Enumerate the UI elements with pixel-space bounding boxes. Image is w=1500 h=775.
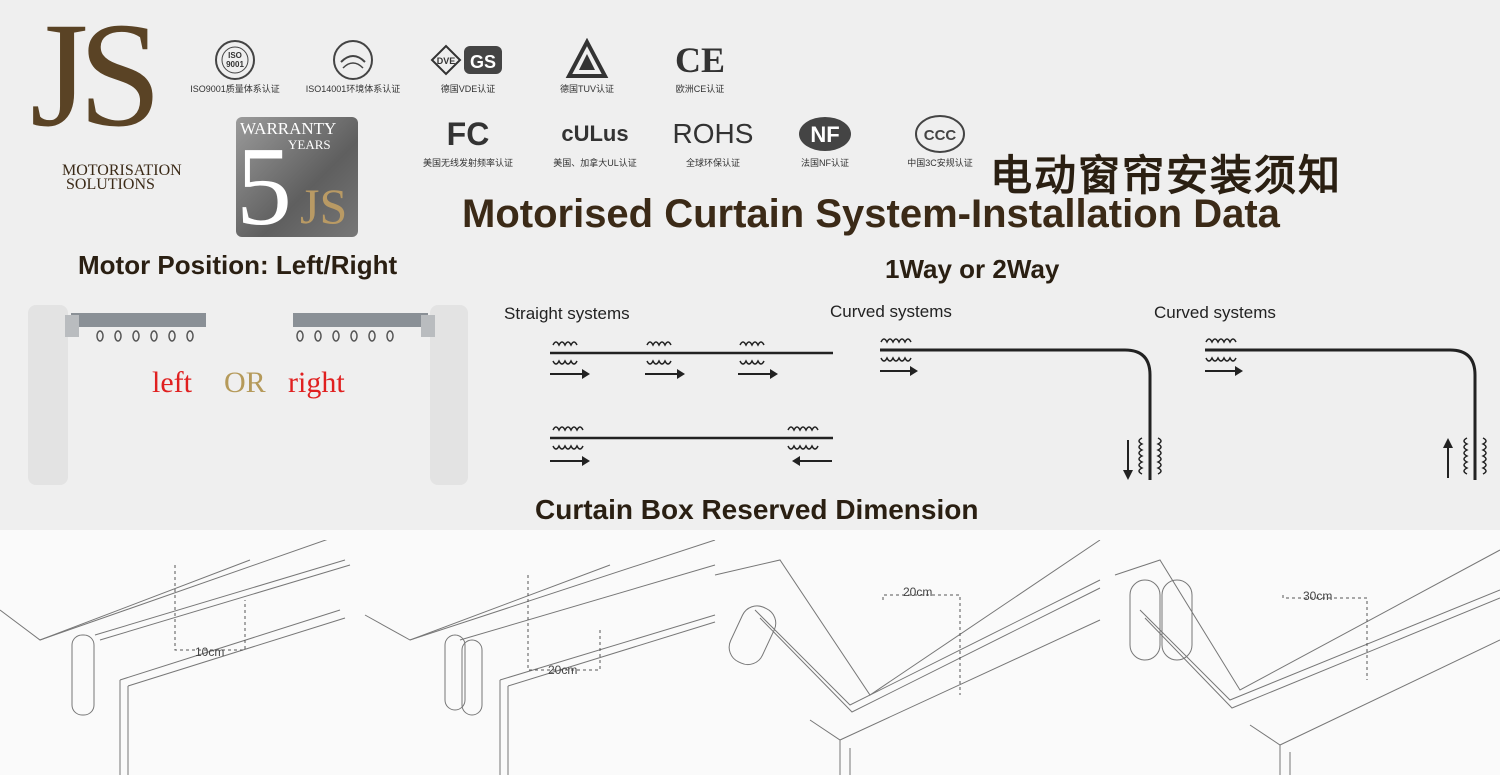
nf-mark-icon: NF — [770, 112, 880, 156]
rohs-mark-icon: ROHS — [672, 118, 754, 149]
dimension-label-4: 30cm — [1303, 589, 1333, 603]
warranty-number: 5 — [236, 125, 292, 237]
cert-rohs: ROHS 全球环保认证 — [658, 112, 768, 169]
tuv-triangle-icon — [532, 37, 642, 82]
iso14001-seal-icon — [298, 38, 408, 82]
warranty-years-label: YEARS — [288, 137, 331, 152]
cert-caption: 欧洲CE认证 — [675, 84, 725, 94]
warranty-badge: WARRANTY YEARS 5 JS — [236, 117, 358, 237]
cert-tuv: 德国TUV认证 — [532, 37, 642, 95]
svg-text:ISO: ISO — [228, 51, 242, 60]
cert-caption: 德国VDE认证 — [440, 84, 496, 94]
cert-caption: 法国NF认证 — [801, 158, 849, 168]
dimension-panel — [0, 530, 1500, 775]
way-heading: 1Way or 2Way — [885, 254, 1060, 284]
or-label: OR — [224, 366, 266, 399]
cert-caption: ISO14001环境体系认证 — [305, 84, 401, 94]
chinese-title: 电动窗帘安装须知 — [990, 152, 1343, 199]
curved-systems-label-2: Curved systems — [1154, 303, 1276, 322]
motor-position-heading: Motor Position: Left/Right — [78, 250, 398, 280]
curved-system-diagram-1 — [880, 338, 1162, 480]
vde-gs-mark-icon: DVE GS — [413, 38, 523, 82]
straight-systems-diagram — [550, 341, 833, 466]
warranty-js-letters: JS — [300, 178, 348, 234]
fcc-mark-icon: FC — [446, 116, 490, 152]
cert-caption: 美国无线发射频率认证 — [422, 158, 513, 168]
logo-line-1: MOTORISATION — [62, 162, 182, 179]
dimension-label-3: 20cm — [903, 585, 933, 599]
cert-ce: CE 欧洲CE认证 — [645, 38, 755, 95]
cert-caption: 美国、加拿大UL认证 — [553, 158, 637, 168]
cert-caption: 德国TUV认证 — [559, 84, 614, 94]
ul-mark-icon: cULus — [561, 121, 629, 146]
ce-mark-icon: CE — [674, 40, 725, 80]
logo-line-2: SOLUTIONS — [66, 176, 155, 193]
cert-iso14001: ISO14001环境体系认证 — [298, 38, 408, 95]
left-label: left — [152, 366, 192, 399]
cert-ul: cULus 美国、加拿大UL认证 — [540, 112, 650, 169]
curved-system-diagram-2 — [1205, 338, 1487, 480]
curtain-box-heading: Curtain Box Reserved Dimension — [535, 494, 979, 525]
cert-caption: 全球环保认证 — [685, 158, 740, 168]
cert-nf: NF 法国NF认证 — [770, 112, 880, 169]
curved-systems-label-1: Curved systems — [830, 302, 952, 321]
dimension-label-1: 10cm — [195, 645, 225, 659]
english-title: Motorised Curtain System-Installation Da… — [462, 192, 1280, 236]
dimension-label-2: 20cm — [548, 663, 578, 677]
cert-caption: ISO9001质量体系认证 — [190, 84, 280, 94]
straight-systems-label: Straight systems — [504, 304, 630, 323]
warranty-label: WARRANTY — [240, 119, 337, 138]
svg-text:NF: NF — [810, 122, 839, 147]
svg-text:9001: 9001 — [226, 60, 244, 69]
motor-position-illustration — [28, 305, 468, 485]
cert-vde: DVE GS 德国VDE认证 — [413, 38, 523, 95]
ccc-mark-icon: CCC — [885, 112, 995, 156]
svg-text:DVE: DVE — [437, 56, 456, 66]
svg-text:CCC: CCC — [924, 127, 957, 144]
curtain-box-sketches — [0, 540, 1500, 775]
right-label: right — [288, 366, 345, 399]
cert-fcc: FC 美国无线发射频率认证 — [413, 112, 523, 169]
svg-text:GS: GS — [470, 52, 496, 72]
cert-ccc: CCC 中国3C安规认证 — [885, 112, 995, 169]
cert-caption: 中国3C安规认证 — [907, 158, 973, 168]
js-logo: JS — [30, 0, 162, 158]
header-panel — [0, 0, 1500, 530]
